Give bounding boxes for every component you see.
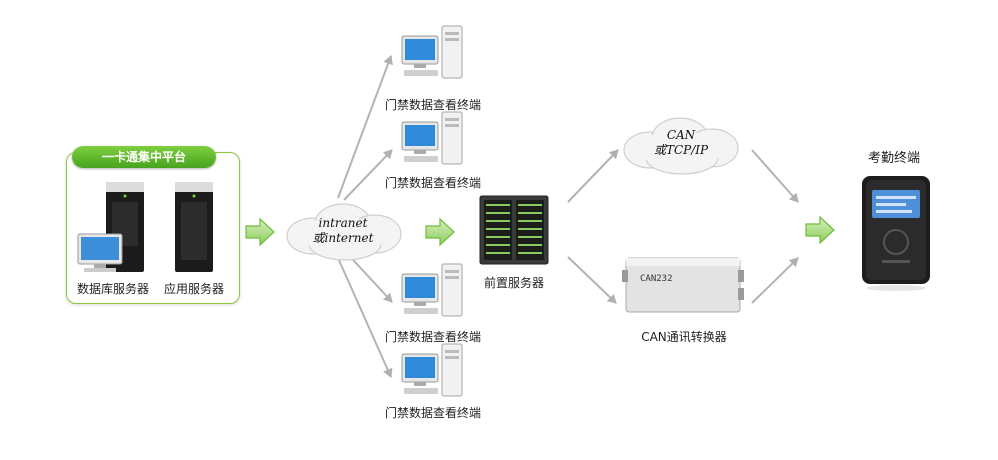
can-cloud-icon <box>623 117 739 175</box>
can-cloud-line2: 或TCP/IP <box>653 143 709 157</box>
can-cloud-line1: CAN <box>666 128 696 142</box>
front-server-label: 前置服务器 <box>483 276 544 290</box>
network-cloud-line2: 或internet <box>312 231 374 245</box>
arrow-to-terminal-1 <box>337 55 393 199</box>
network-cloud-icon <box>286 203 402 261</box>
green-arrow-3 <box>805 215 835 245</box>
arrow-converter-to-attendance <box>751 257 799 304</box>
terminal-label-1: 门禁数据查看终端 <box>384 98 481 112</box>
arrow-to-can-cloud <box>567 149 619 203</box>
can-cloud-label: CAN 或TCP/IP <box>631 128 731 158</box>
pc-icon <box>401 25 463 79</box>
arrow-cloud-to-attendance <box>751 149 799 203</box>
network-cloud-line1: intranet <box>318 216 368 230</box>
network-cloud-label: intranet 或internet <box>293 216 393 246</box>
front-server-icon <box>479 195 549 265</box>
terminal-label-2: 门禁数据查看终端 <box>384 176 481 190</box>
database-server-icon <box>77 182 144 272</box>
converter-device-text: CAN232 <box>640 274 673 284</box>
attendance-terminal-icon <box>862 176 930 291</box>
app-server-icon <box>175 182 213 272</box>
green-arrow-2 <box>425 217 455 247</box>
terminal-label-3: 门禁数据查看终端 <box>384 330 481 344</box>
can-converter-label: CAN通讯转换器 <box>641 330 727 344</box>
pc-icon <box>401 111 463 165</box>
arrow-to-terminal-2 <box>343 149 393 201</box>
pc-icon <box>401 263 463 317</box>
app-server-label: 应用服务器 <box>163 282 224 296</box>
green-arrow-1 <box>245 217 275 247</box>
can-converter-icon <box>622 257 744 313</box>
terminal-label-4: 门禁数据查看终端 <box>384 406 481 420</box>
arrow-to-terminal-4 <box>337 257 393 378</box>
arrow-to-converter <box>567 256 617 304</box>
platform-title: 一卡通集中平台 <box>72 146 216 168</box>
pc-icon <box>401 343 463 397</box>
attendance-title: 考勤终端 <box>867 151 920 166</box>
db-server-label: 数据库服务器 <box>76 282 149 296</box>
